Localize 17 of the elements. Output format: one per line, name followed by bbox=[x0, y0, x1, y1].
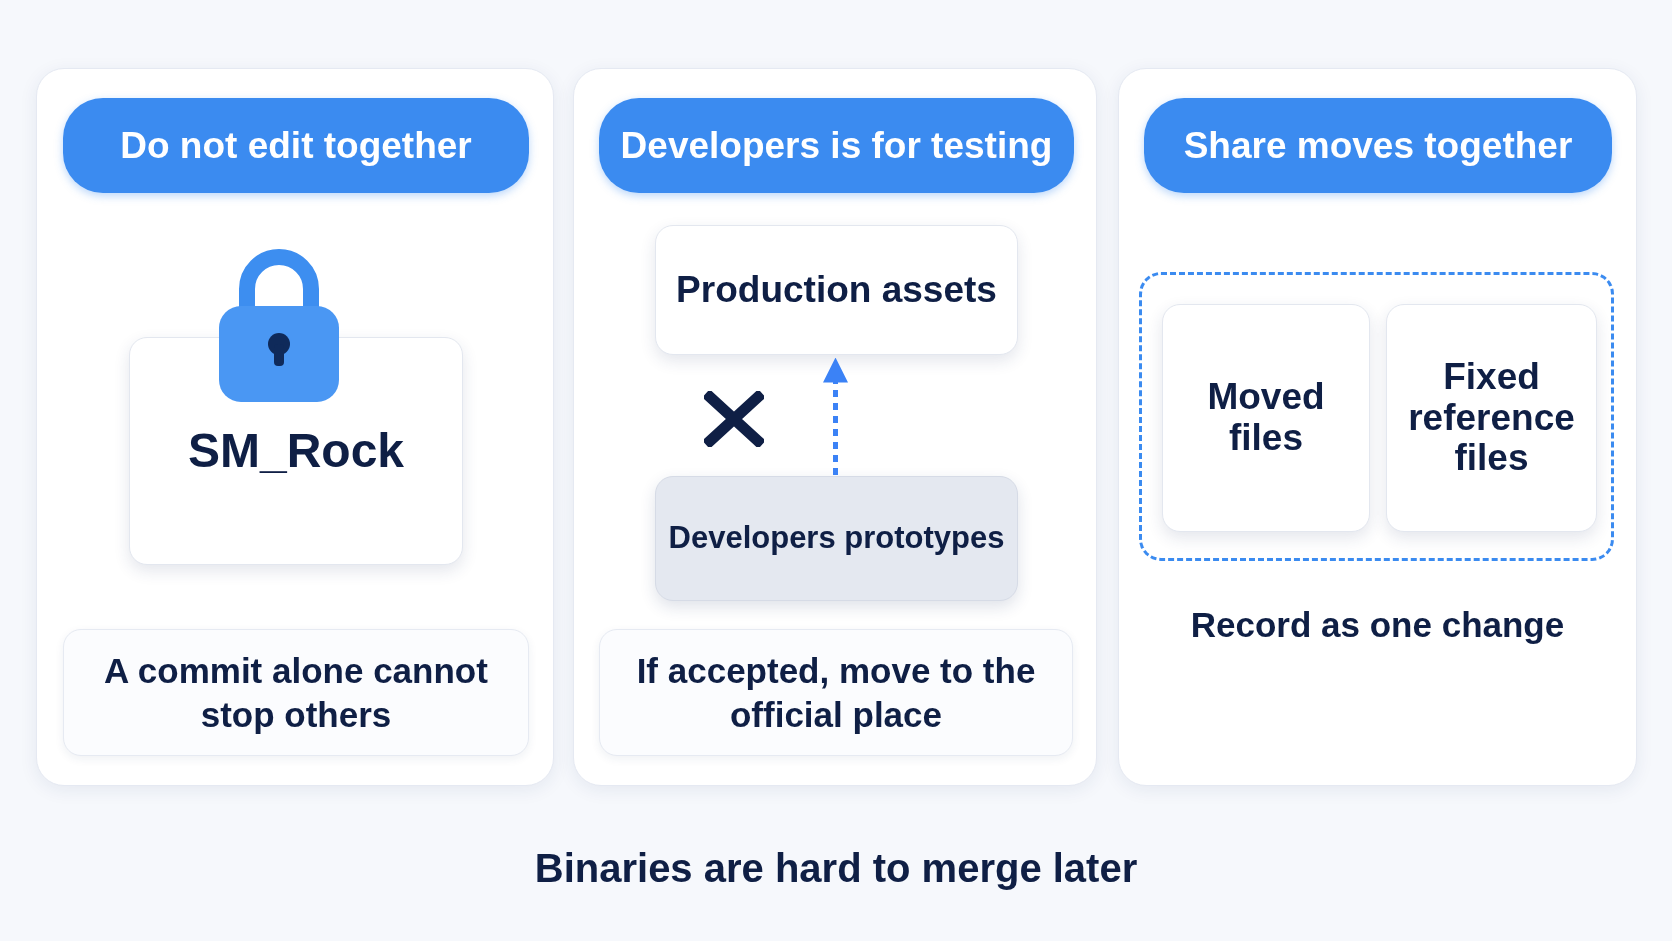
header-pill: Share moves together bbox=[1144, 98, 1612, 193]
note-text: Record as one change bbox=[1189, 604, 1566, 646]
caption: Binaries are hard to merge later bbox=[533, 845, 1139, 892]
panel-card bbox=[36, 68, 554, 786]
dashed-group-box bbox=[1139, 272, 1614, 561]
panel-card bbox=[1118, 68, 1637, 786]
item-card: SM_Rock bbox=[129, 337, 463, 565]
note-card: A commit alone cannot stop others bbox=[63, 629, 529, 756]
item-card: Moved files bbox=[1162, 304, 1370, 532]
arrow bbox=[823, 357, 848, 475]
header-pill: Do not edit together bbox=[63, 98, 529, 193]
item-card: Developers prototypes bbox=[655, 476, 1018, 601]
panel-card bbox=[573, 68, 1097, 786]
item-card: Production assets bbox=[655, 225, 1018, 355]
note-card: If accepted, move to the official place bbox=[599, 629, 1073, 756]
item-card: Fixed reference files bbox=[1386, 304, 1597, 532]
header-pill: Developers is for testing bbox=[599, 98, 1074, 193]
